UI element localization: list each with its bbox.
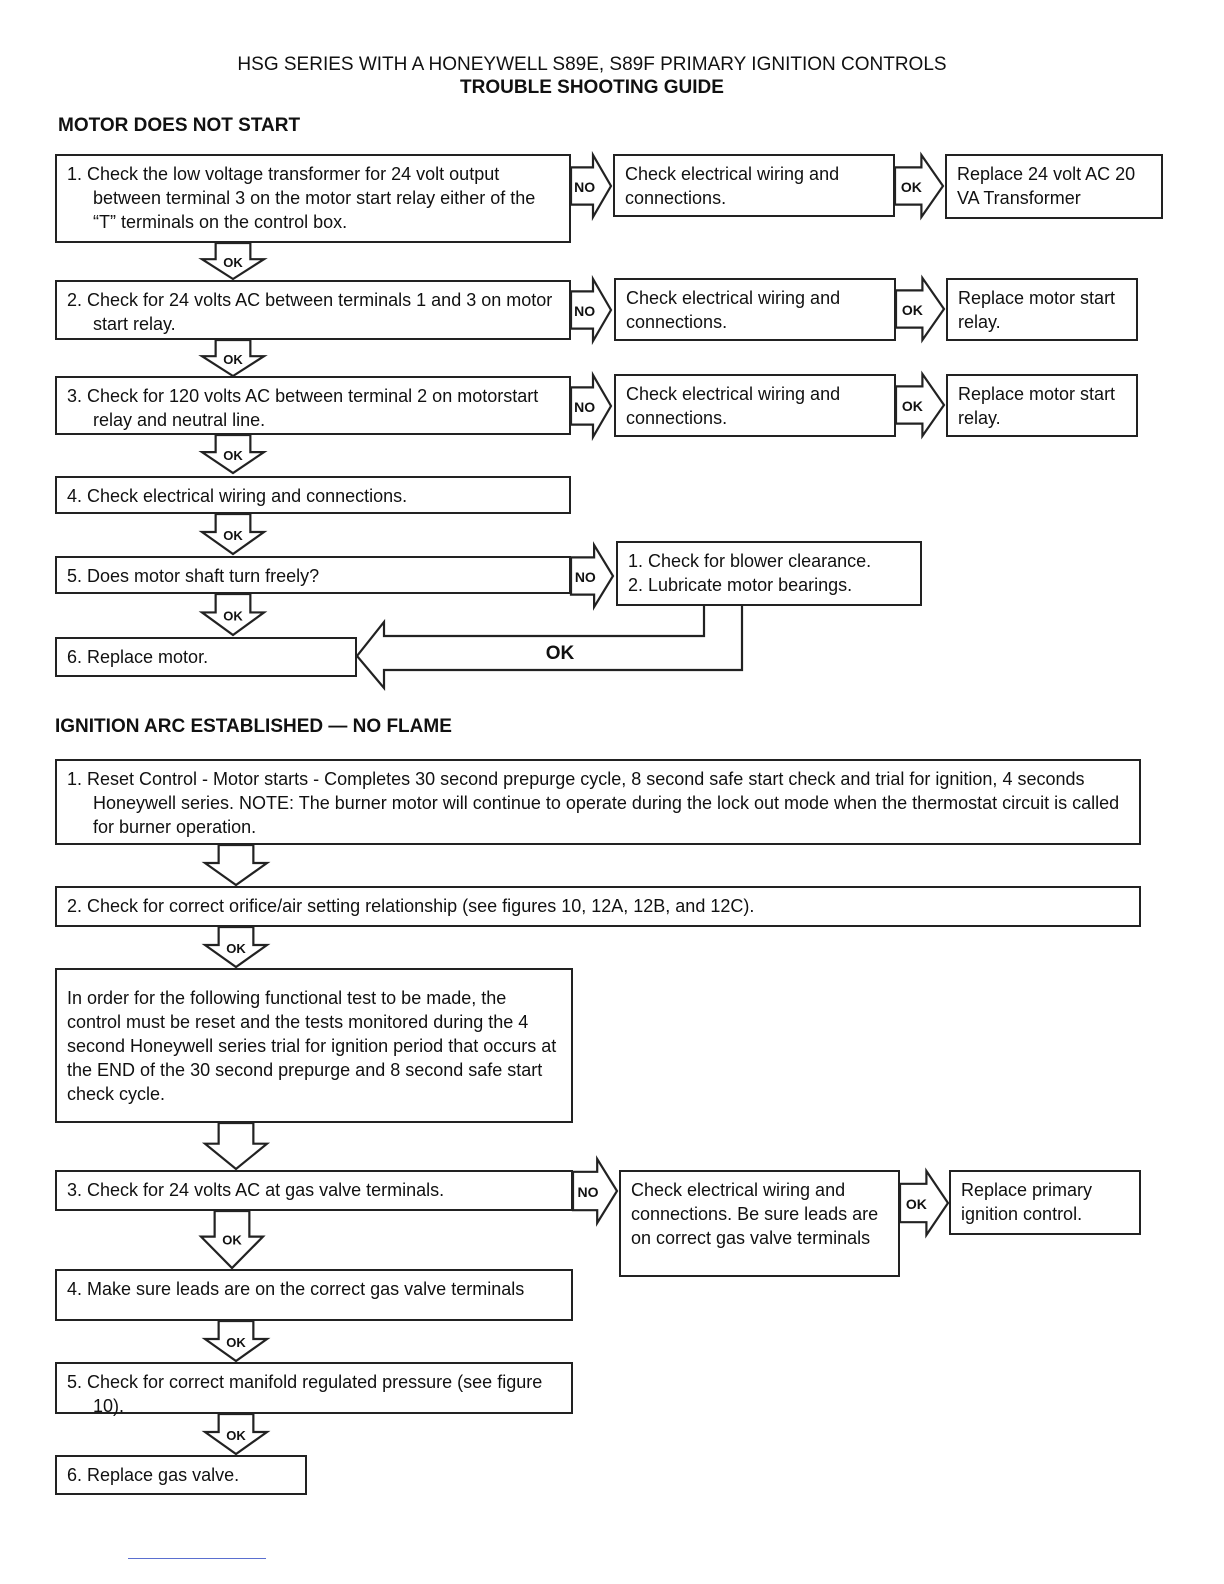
svg-text:NO: NO (578, 1184, 599, 1200)
svg-text:OK: OK (902, 398, 923, 414)
svg-text:NO: NO (574, 179, 595, 195)
motor-step-3: 3. Check for 120 volts AC between termin… (55, 376, 571, 435)
motor-step-6: 6. Replace motor. (55, 637, 357, 677)
ok-arrow-ignition-3-4: OK (198, 1209, 266, 1270)
no-arrow-motor-3: NO (569, 370, 613, 442)
ok-arrow-ignition-4-5: OK (201, 1319, 271, 1363)
ignition-step-6: 6. Replace gas valve. (55, 1455, 307, 1495)
svg-text:OK: OK (223, 352, 243, 367)
ok-arrow-motor-1-2: OK (198, 241, 268, 281)
motor-step-2-fix-wiring: Check electrical wiring and connections. (614, 278, 896, 341)
svg-text:OK: OK (223, 448, 243, 463)
ignition-step-5: 5. Check for correct manifold regulated … (55, 1362, 573, 1416)
svg-text:OK: OK (902, 302, 923, 318)
ok-arrow-motor-5-6: OK (198, 592, 268, 637)
ok-arrow-ignition-3: OK (898, 1167, 950, 1239)
motor-step-5: 5. Does motor shaft turn freely? (55, 556, 571, 594)
motor-step-1-fix-transformer: Replace 24 volt AC 20 VA Transformer (945, 154, 1163, 219)
svg-text:OK: OK (222, 1233, 242, 1248)
svg-text:OK: OK (223, 255, 243, 270)
ignition-step-3-fix-wiring: Check electrical wiring and connections.… (619, 1170, 900, 1277)
svg-text:OK: OK (906, 1196, 927, 1212)
document-subtitle: TROUBLE SHOOTING GUIDE (460, 77, 724, 98)
motor-step-2-fix-relay: Replace motor start relay. (946, 278, 1138, 341)
section-ignition-title: IGNITION ARC ESTABLISHED — NO FLAME (55, 716, 452, 737)
motor-step-1-fix-wiring: Check electrical wiring and connections. (613, 154, 895, 217)
ignition-step-3-fix-control: Replace primary ignition control. (949, 1170, 1141, 1235)
ok-arrow-motor-2-3: OK (198, 338, 268, 378)
down-arrow-ignition-note-3 (201, 1121, 271, 1171)
svg-text:OK: OK (223, 608, 243, 623)
section-motor-title: MOTOR DOES NOT START (58, 115, 301, 136)
ok-arrow-motor-3-4: OK (198, 433, 268, 475)
ignition-step-3: 3. Check for 24 volts AC at gas valve te… (55, 1170, 573, 1211)
ignition-note: In order for the following functional te… (55, 968, 573, 1123)
motor-step-4: 4. Check electrical wiring and connectio… (55, 476, 571, 514)
motor-step-3-fix-relay: Replace motor start relay. (946, 374, 1138, 437)
down-arrow-ignition-1-2 (201, 843, 271, 887)
svg-text:OK: OK (226, 1428, 246, 1443)
no-arrow-motor-2: NO (569, 274, 613, 346)
motor-step-2: 2. Check for 24 volts AC between termina… (55, 280, 571, 340)
return-arrow-to-step-6 (355, 606, 744, 692)
ignition-step-4: 4. Make sure leads are on the correct ga… (55, 1269, 573, 1321)
svg-text:OK: OK (226, 1335, 246, 1350)
svg-text:OK: OK (223, 528, 243, 543)
motor-step-1: 1. Check the low voltage transformer for… (55, 154, 571, 243)
footer-rule (128, 1558, 266, 1559)
svg-text:OK: OK (226, 941, 246, 956)
svg-text:NO: NO (574, 399, 595, 415)
return-arrow-label: OK (546, 643, 575, 664)
no-arrow-motor-5: NO (569, 541, 615, 611)
svg-text:NO: NO (575, 569, 596, 585)
motor-step-3-fix-wiring: Check electrical wiring and connections. (614, 374, 896, 437)
no-arrow-motor-1: NO (569, 150, 613, 222)
ok-arrow-ignition-2-note: OK (201, 925, 271, 969)
ok-arrow-motor-2: OK (894, 274, 946, 344)
no-arrow-ignition-3: NO (571, 1155, 619, 1227)
ok-arrow-motor-3: OK (894, 370, 946, 440)
ok-arrow-motor-4-5: OK (198, 512, 268, 556)
document-title: HSG SERIES WITH A HONEYWELL S89E, S89F P… (237, 54, 947, 75)
svg-text:OK: OK (901, 179, 922, 195)
ok-arrow-motor-1: OK (893, 151, 945, 221)
svg-text:NO: NO (574, 303, 595, 319)
motor-step-5-fix: 1. Check for blower clearance. 2. Lubric… (616, 541, 922, 606)
ignition-step-1: 1. Reset Control - Motor starts - Comple… (55, 759, 1141, 845)
ok-arrow-ignition-5-6: OK (201, 1412, 271, 1456)
ignition-step-2: 2. Check for correct orifice/air setting… (55, 886, 1141, 927)
